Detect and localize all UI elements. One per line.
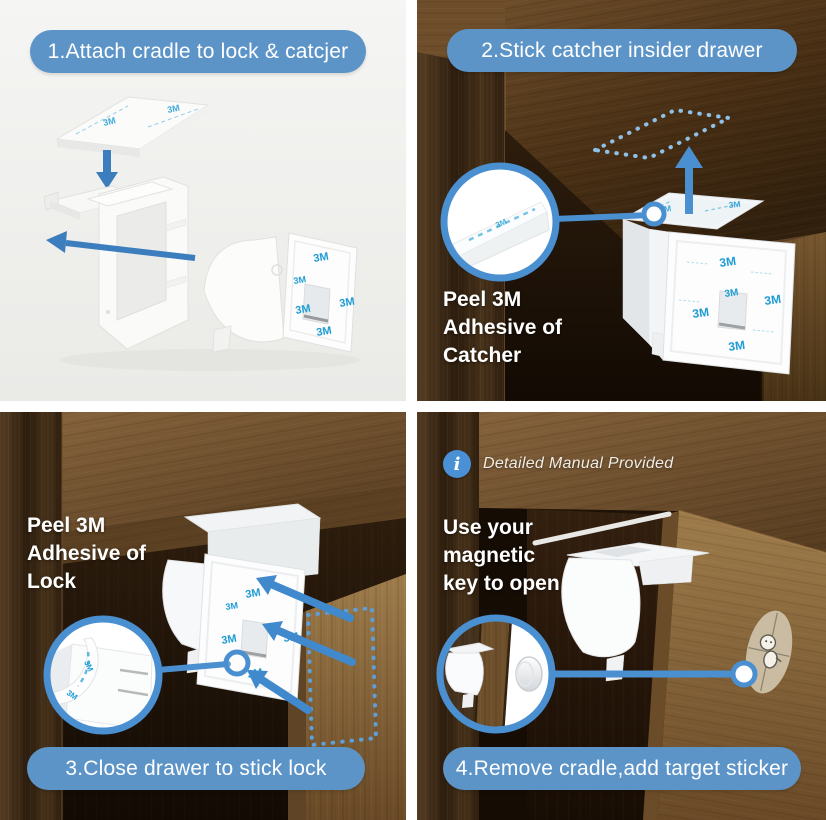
step4-banner: 4.Remove cradle,add target sticker	[443, 747, 801, 790]
step2-banner: 2.Stick catcher insider drawer	[447, 29, 797, 72]
lock-cradle	[561, 542, 710, 682]
step2-note: Peel 3M Adhesive of Catcher	[443, 288, 563, 367]
step3-panel: 3M 3M 3M 3M 3M	[0, 412, 406, 820]
tape-label: 3M	[82, 659, 95, 673]
magnetic-key	[515, 656, 543, 692]
lock-target-outline	[305, 605, 379, 748]
key-callout	[436, 614, 758, 734]
tape-label: 3M	[295, 303, 312, 317]
step3-illustration: 3M 3M 3M 3M 3M	[0, 412, 406, 820]
callout-anchor-ring	[223, 649, 251, 677]
step1-banner: 1.Attach cradle to lock & catcjer	[30, 30, 366, 73]
callout-anchor-dot	[641, 201, 667, 227]
drawer-front-edge	[643, 511, 679, 820]
arrow-up-icon	[675, 146, 703, 214]
tape-label: 3M	[102, 115, 117, 128]
tape-label: 3M	[763, 292, 781, 308]
tape-label: 3M	[724, 287, 739, 300]
tape-label: 3M	[221, 633, 238, 647]
step3-note: Peel 3M Adhesive of Lock	[27, 514, 147, 593]
arrow-down-icon	[96, 150, 118, 189]
callout-anchor-dot	[730, 660, 758, 688]
tape-label: 3M	[494, 217, 508, 230]
step1-panel: 3M 3M	[0, 0, 406, 401]
tape-label: 3M	[225, 600, 239, 612]
cabinet-top-panel	[479, 412, 826, 553]
arrow-left-icon	[46, 231, 196, 261]
lock-body-part: 3M 3M 3M 3M 3M	[203, 232, 358, 353]
tape-label: 3M	[339, 296, 356, 310]
step2-panel: 3M 3M 3M 3M 3M 3M 3M	[417, 0, 826, 401]
arrow-left-icons	[247, 575, 356, 714]
info-icon: i	[443, 450, 471, 478]
catcher-callout: 3M	[440, 162, 667, 282]
tape-label: 3M	[316, 325, 333, 339]
tape-label: 3M	[245, 587, 262, 601]
step4-note: Use your magnetic key to open	[443, 516, 560, 595]
catcher-strip-part: 3M 3M	[55, 96, 210, 157]
tape-label: 3M	[166, 103, 180, 115]
manual-note: Detailed Manual Provided	[483, 455, 674, 472]
adhesive-target-outline	[588, 107, 736, 161]
callout-ring	[43, 615, 163, 735]
lock-adhesive-callout: 3M 3M	[43, 615, 251, 735]
tape-label: 3M	[293, 274, 307, 286]
cabinet-left-panel	[0, 412, 63, 820]
cabinet-top-panel	[62, 412, 406, 564]
ground-shadow	[60, 349, 360, 371]
callout-ring	[436, 614, 556, 734]
tape-label: 3M	[718, 254, 736, 270]
step3-banner: 3.Close drawer to stick lock	[27, 747, 365, 790]
tape-label: 3M	[313, 251, 330, 265]
manual-note-row: i Detailed Manual Provided	[443, 450, 673, 478]
sticker-mascot	[759, 634, 777, 651]
tape-label: 3M	[691, 305, 709, 321]
tape-label: 3M	[728, 199, 741, 210]
catcher-strip-edge	[532, 511, 672, 546]
lock-frame-part	[86, 176, 189, 350]
tape-label: 3M	[727, 338, 745, 354]
step4-panel: i Detailed Manual Provided Use your magn…	[417, 412, 826, 820]
callout-ring	[440, 162, 560, 282]
